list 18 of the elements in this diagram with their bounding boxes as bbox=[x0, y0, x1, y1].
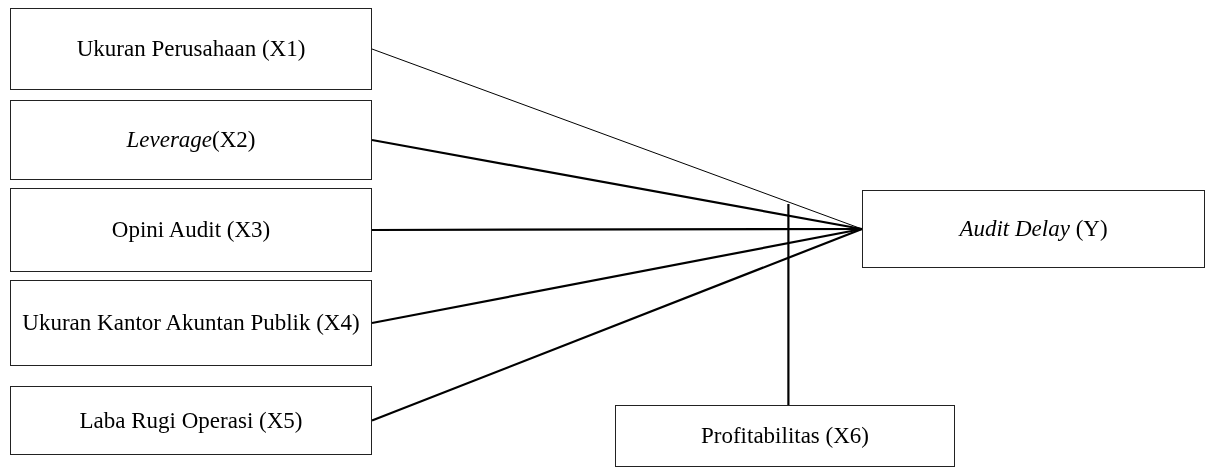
variable-box bbox=[10, 8, 372, 90]
connector-line bbox=[371, 227, 863, 422]
variable-box bbox=[10, 188, 372, 272]
variable-box bbox=[10, 386, 372, 455]
variable-box bbox=[10, 280, 372, 366]
variable-label: Opini Audit (X3) bbox=[110, 216, 272, 245]
connector-line bbox=[371, 227, 863, 325]
variable-label: Ukuran Perusahaan (X1) bbox=[75, 35, 307, 64]
variable-label: Ukuran Kantor Akuntan Publik (X4) bbox=[21, 309, 361, 338]
variable-box bbox=[10, 100, 372, 180]
variable-box bbox=[862, 190, 1205, 268]
connector-line bbox=[787, 204, 790, 405]
variable-label: Laba Rugi Operasi (X5) bbox=[78, 406, 304, 435]
variable-label: Leverage(X2) bbox=[125, 126, 257, 155]
variable-label: Profitabilitas (X6) bbox=[700, 422, 870, 451]
connector-line bbox=[371, 138, 863, 231]
variable-box bbox=[615, 405, 955, 467]
variable-label: Audit Delay (Y) bbox=[957, 215, 1109, 244]
